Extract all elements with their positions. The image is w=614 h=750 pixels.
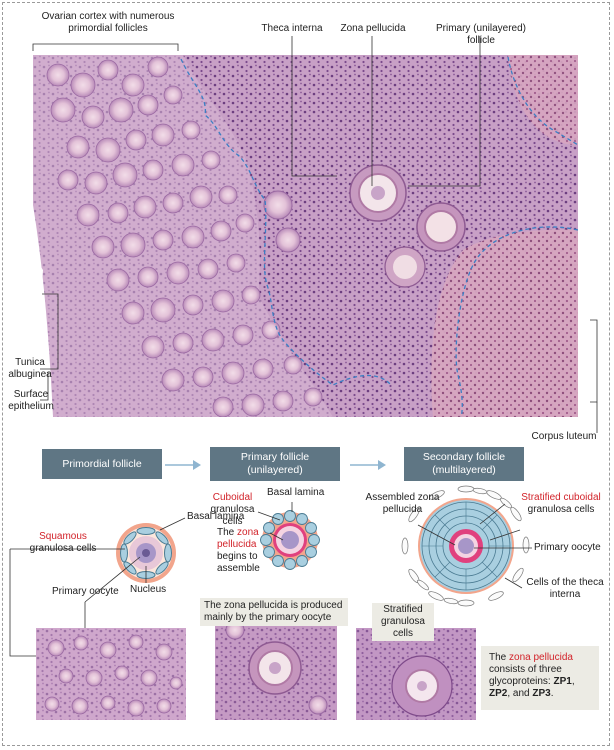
stage-primordial-title: Primordial follicle bbox=[62, 457, 142, 470]
primary-cuboidal-label: Cuboidal granulosa cells bbox=[200, 492, 265, 528]
theca-cells-label: Cells of the theca interna bbox=[526, 577, 604, 600]
zona-pellucida-label: Zona pellucida bbox=[340, 23, 406, 34]
stratified-cuboidal-label: Stratified cuboidal granulosa cells bbox=[516, 492, 606, 516]
pellucida-word: pellucida bbox=[217, 539, 257, 550]
stage-primary: Primary follicle (unilayered) bbox=[210, 447, 340, 481]
ovary-micrograph bbox=[33, 55, 578, 417]
stratified-granulosa-note: Stratified granulosa cells bbox=[372, 603, 434, 641]
primordial-nucleus-label: Nucleus bbox=[130, 584, 167, 595]
ovarian-cortex-label: Ovarian cortex with numerous primordial … bbox=[41, 11, 175, 34]
primordial-micrograph bbox=[36, 628, 186, 720]
zona-glycoproteins-note: The zona pellucida consists of three gly… bbox=[481, 646, 599, 710]
stage-primary-title: Primary follicle bbox=[240, 451, 310, 463]
primary-follicle-diagram bbox=[260, 510, 320, 570]
squamous-word: Squamous bbox=[39, 531, 87, 542]
note-zona-word: zona pellucida bbox=[509, 652, 573, 663]
surface-epithelium-label: Surface epithelium bbox=[8, 389, 54, 412]
assembled-zona-label: Assembled zona pellucida bbox=[365, 492, 440, 515]
zp1-label: ZP1 bbox=[553, 676, 572, 687]
primordial-follicle-diagram bbox=[116, 523, 176, 583]
zp3-label: ZP3 bbox=[532, 688, 551, 699]
zona-produced-note: The zona pellucida is produced mainly by… bbox=[200, 598, 348, 626]
theca-interna-label: Theca interna bbox=[261, 23, 323, 34]
stage-secondary-subtitle: (multilayered) bbox=[432, 464, 496, 476]
cuboidal-word: Cuboidal bbox=[212, 492, 253, 503]
corpus-luteum-label: Corpus luteum bbox=[531, 431, 597, 442]
secondary-follicle-diagram bbox=[401, 485, 530, 607]
note-rest-words: consists of three glycoproteins: bbox=[489, 664, 562, 687]
primary-follicle-label: Primary (unilayered) follicle bbox=[435, 23, 527, 46]
begins-word: begins to assemble bbox=[217, 551, 260, 574]
secondary-oocyte-label: Primary oocyte bbox=[534, 542, 601, 553]
primordial-basal-lamina-label: Basal lamina bbox=[187, 511, 245, 522]
secondary-granulosa-word: granulosa cells bbox=[527, 504, 595, 515]
secondary-micrograph bbox=[356, 628, 476, 720]
stage-primordial: Primordial follicle bbox=[42, 449, 162, 479]
stratified-cuboidal-word: Stratified cuboidal bbox=[521, 492, 601, 503]
zona-word: zona bbox=[237, 527, 259, 538]
and-word: and bbox=[512, 688, 530, 699]
primordial-oocyte-label: Primary oocyte bbox=[52, 586, 119, 597]
zp2-label: ZP2 bbox=[489, 688, 508, 699]
primary-granulosa-word: granulosa cells bbox=[210, 504, 255, 527]
tunica-albuginea-label: Tunica albuginea bbox=[8, 357, 52, 380]
primordial-granulosa-word: granulosa cells bbox=[29, 543, 97, 554]
primary-zona-begins-label: The zona pellucida begins to assemble bbox=[217, 527, 265, 575]
note-the-word: The bbox=[489, 652, 507, 663]
stage-primary-subtitle: (unilayered) bbox=[247, 464, 303, 476]
primordial-squamous-label: Squamous granulosa cells bbox=[18, 531, 108, 555]
stage-secondary-title: Secondary follicle bbox=[422, 451, 506, 463]
stage-secondary: Secondary follicle (multilayered) bbox=[404, 447, 524, 481]
the-word: The bbox=[217, 527, 235, 538]
primary-basal-lamina-label: Basal lamina bbox=[267, 487, 325, 498]
